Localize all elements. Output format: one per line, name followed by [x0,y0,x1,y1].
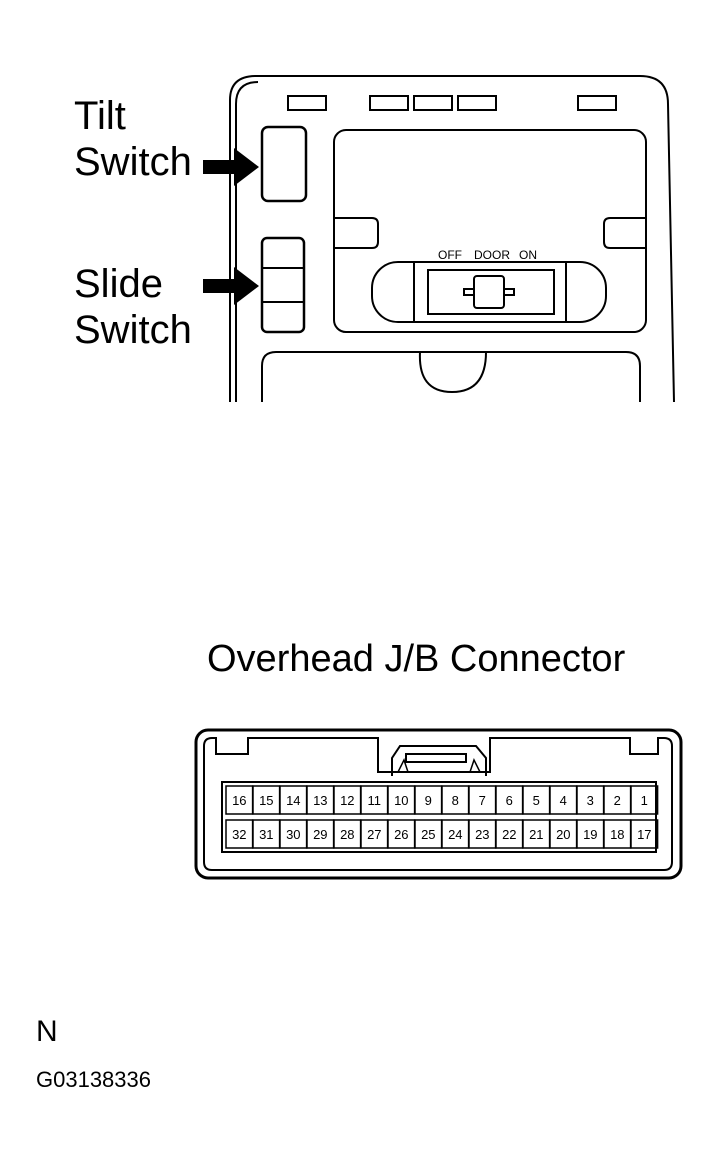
panel-right-notch [603,217,646,249]
top-slot-5 [577,95,617,111]
pin-number-27: 27 [367,827,381,842]
slide-switch-label-line2: Switch [74,308,192,352]
slide-switch [260,236,306,334]
pin-number-26: 26 [394,827,408,842]
overhead-console-drawing: OFF DOOR ON [203,75,675,403]
lamp-switch-slot [427,269,555,315]
pin-number-30: 30 [286,827,300,842]
pin-number-6: 6 [506,793,513,808]
pin-number-13: 13 [313,793,327,808]
top-slot-1 [287,95,327,111]
panel-left-notch [334,217,379,249]
pin-cell-17 [630,819,659,849]
slide-switch-label-line1: Slide [74,262,163,306]
pin-number-2: 2 [614,793,621,808]
top-slot-4 [457,95,497,111]
pin-number-19: 19 [583,827,597,842]
compartment-finger-notch [418,351,487,394]
pin-number-17: 17 [637,827,651,842]
pin-number-28: 28 [340,827,354,842]
top-slot-2 [369,95,409,111]
connector-inner-shell [203,737,673,871]
pin-number-8: 8 [452,793,459,808]
top-slot-3 [413,95,453,111]
pin-field [221,781,657,853]
pin-number-12: 12 [340,793,354,808]
tilt-switch [260,125,308,203]
pin-number-32: 32 [232,827,246,842]
room-lamp-panel [333,129,647,333]
lower-compartment [261,351,641,402]
lamp-position-off: OFF [438,248,462,262]
figure-code: G03138336 [36,1067,151,1092]
tilt-switch-label-line2: Switch [74,140,192,184]
pin-number-9: 9 [425,793,432,808]
pin-number-3: 3 [587,793,594,808]
pin-number-14: 14 [286,793,300,808]
slide-switch-arrow [203,267,259,305]
lamp-position-on: ON [519,248,537,262]
tilt-switch-label-line1: Tilt [74,94,126,138]
pin-number-21: 21 [529,827,543,842]
pin-number-29: 29 [313,827,327,842]
pin-number-1: 1 [641,793,648,808]
pin-number-11: 11 [368,793,382,808]
pin-number-4: 4 [560,793,567,808]
pin-number-16: 16 [232,793,246,808]
tilt-switch-arrow [203,148,259,186]
pin-cell-1 [630,785,659,815]
pin-number-18: 18 [610,827,624,842]
connector-title: Overhead J/B Connector [207,638,626,680]
lamp-switch-bezel [371,261,607,323]
pin-number-7: 7 [479,793,486,808]
pin-number-10: 10 [394,793,408,808]
console-housing-inner-line [235,81,259,402]
console-housing-outline [229,75,675,403]
pin-number-24: 24 [448,827,462,842]
connector-lock-tab [391,745,487,776]
pin-number-25: 25 [421,827,435,842]
pin-number-22: 22 [502,827,516,842]
pin-number-15: 15 [259,793,273,808]
lamp-position-door: DOOR [474,248,510,262]
pin-number-5: 5 [533,793,540,808]
pin-number-31: 31 [259,827,273,842]
pin-number-23: 23 [475,827,489,842]
view-mark: N [36,1015,58,1048]
pin-number-20: 20 [556,827,570,842]
connector-outer-shell [194,728,683,880]
